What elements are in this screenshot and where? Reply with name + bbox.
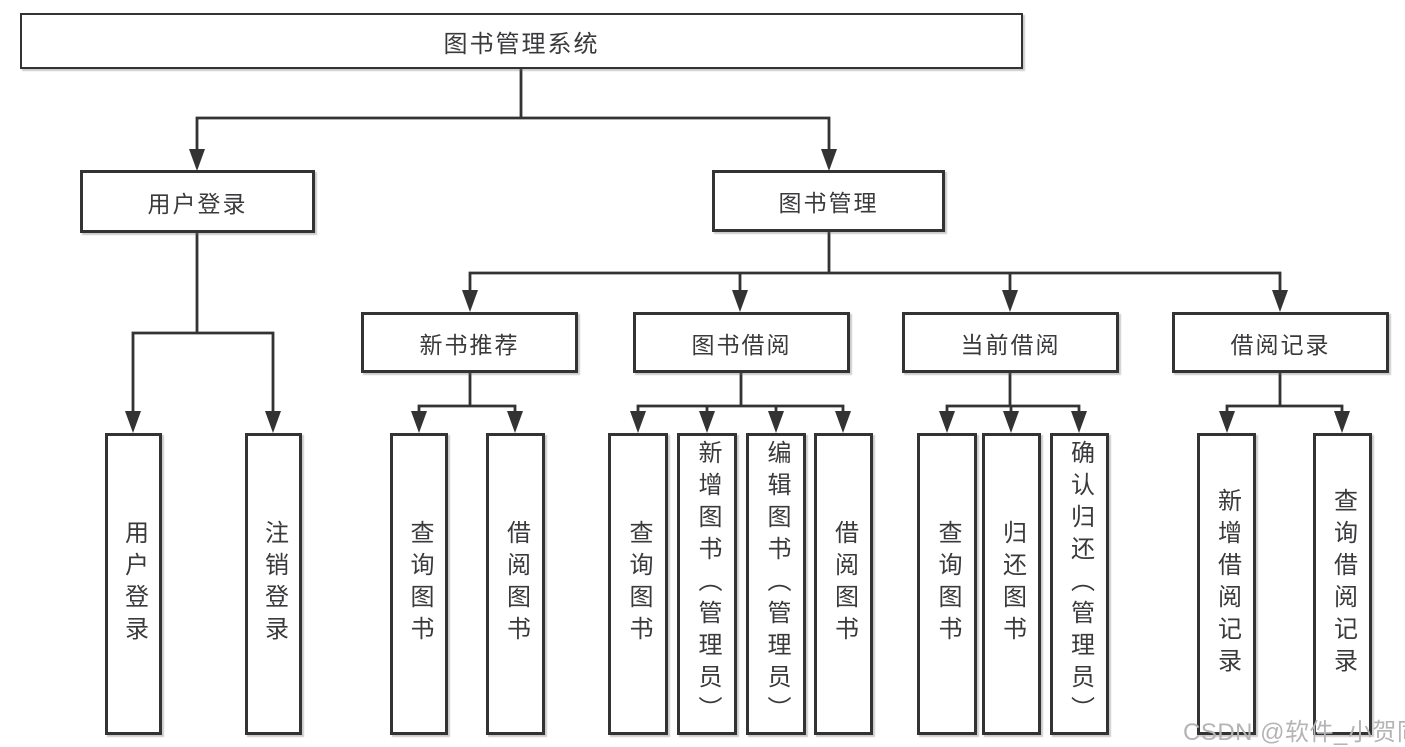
node-current-borrow: 当前借阅	[902, 312, 1119, 373]
leaf-user-login: 用户登录	[105, 433, 162, 735]
leaf-user-login-label: 用户登录	[120, 520, 148, 648]
node-book-borrow-label: 图书借阅	[691, 331, 792, 358]
node-user-login: 用户登录	[80, 170, 315, 233]
leaf-borrow-add-books-admin-label: 新增图书（管理员）	[694, 440, 721, 728]
leaf-logout: 注销登录	[245, 433, 302, 735]
leaf-current-confirm-return-admin-label: 确认归还（管理员）	[1066, 440, 1094, 728]
leaf-records-add-record-label: 新增借阅记录	[1213, 488, 1241, 680]
node-user-login-label: 用户登录	[147, 190, 248, 217]
leaf-current-query-books: 查询图书	[917, 433, 977, 735]
leaf-current-query-books-label: 查询图书	[934, 520, 961, 648]
node-book-borrow: 图书借阅	[633, 312, 850, 373]
leaf-current-return-books-label: 归还图书	[998, 520, 1026, 648]
node-book-management-label: 图书管理	[778, 190, 879, 216]
watermark-text: CSDN @软件_小贺同学	[1183, 719, 1405, 746]
node-new-book-recommend-label: 新书推荐	[419, 331, 520, 358]
leaf-borrow-edit-books-admin-label: 编辑图书（管理员）	[763, 440, 790, 728]
leaf-records-add-record: 新增借阅记录	[1197, 433, 1256, 735]
leaf-recommend-query-books: 查询图书	[390, 433, 448, 735]
leaf-records-query-record-label: 查询借阅记录	[1329, 488, 1357, 680]
leaf-recommend-borrow-books: 借阅图书	[486, 433, 545, 735]
node-borrow-records-label: 借阅记录	[1230, 331, 1331, 358]
leaf-recommend-borrow-books-label: 借阅图书	[502, 520, 530, 648]
leaf-borrow-query-books-label: 查询图书	[625, 520, 652, 648]
node-book-management: 图书管理	[712, 170, 945, 232]
node-root-system-label: 图书管理系统	[443, 30, 600, 58]
leaf-borrow-borrow-books-label: 借阅图书	[830, 520, 858, 648]
leaf-borrow-edit-books-admin: 编辑图书（管理员）	[746, 433, 806, 735]
node-new-book-recommend: 新书推荐	[361, 312, 578, 373]
leaf-current-return-books: 归还图书	[982, 433, 1041, 735]
node-current-borrow-label: 当前借阅	[960, 331, 1061, 358]
node-root-system: 图书管理系统	[20, 13, 1023, 69]
leaf-recommend-query-books-label: 查询图书	[406, 520, 433, 648]
leaf-current-confirm-return-admin: 确认归还（管理员）	[1050, 433, 1109, 735]
leaf-borrow-query-books: 查询图书	[608, 433, 668, 735]
leaf-logout-label: 注销登录	[260, 520, 288, 648]
leaf-borrow-add-books-admin: 新增图书（管理员）	[677, 433, 737, 735]
node-borrow-records: 借阅记录	[1172, 312, 1389, 373]
leaf-borrow-borrow-books: 借阅图书	[814, 433, 873, 735]
leaf-records-query-record: 查询借阅记录	[1313, 433, 1372, 735]
